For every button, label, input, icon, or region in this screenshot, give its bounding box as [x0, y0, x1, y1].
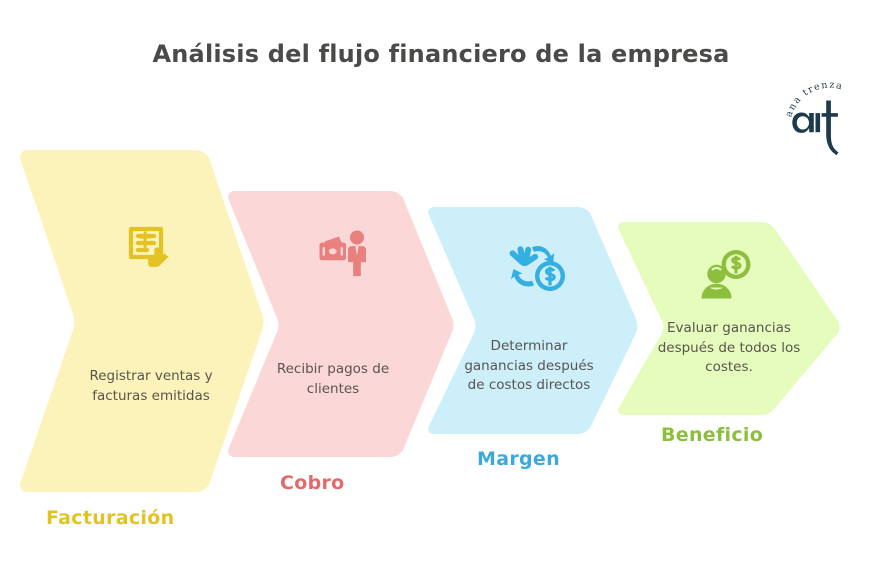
step-label-cobro: Cobro	[280, 472, 345, 494]
flow-chevron-1[interactable]	[20, 150, 264, 492]
person-glyph	[348, 230, 366, 277]
step-label-beneficio: Beneficio	[661, 424, 764, 446]
hand-cursor-glyph	[148, 247, 169, 267]
invoice-dollar-hand-icon	[123, 221, 181, 279]
step-description-1: Registrar ventas y facturas emitidas	[89, 368, 213, 404]
person-profit-coin-icon	[697, 250, 753, 302]
wallet-customer-payment-icon	[315, 227, 371, 279]
step-description-4: Evaluar ganancias después de todos los c…	[657, 320, 801, 376]
step-description-2: Recibir pagos de clientes	[276, 361, 390, 397]
step-label-facturacion: Facturación	[46, 507, 175, 529]
flow-chevron-2[interactable]	[228, 191, 454, 457]
money-exchange-coin-icon	[505, 237, 567, 295]
flow-chevron-3[interactable]	[428, 207, 638, 434]
ana-trenza-logo: ana trenza	[768, 58, 872, 162]
step-label-margen: Margen	[477, 448, 560, 470]
logo-arc-text: ana trenza	[783, 80, 843, 119]
svg-text:ana trenza: ana trenza	[783, 80, 844, 119]
step-description-3: Determinar ganancias después de costos d…	[464, 338, 594, 394]
logo-monogram	[792, 100, 839, 156]
page-title: Análisis del flujo financiero de la empr…	[152, 40, 730, 68]
